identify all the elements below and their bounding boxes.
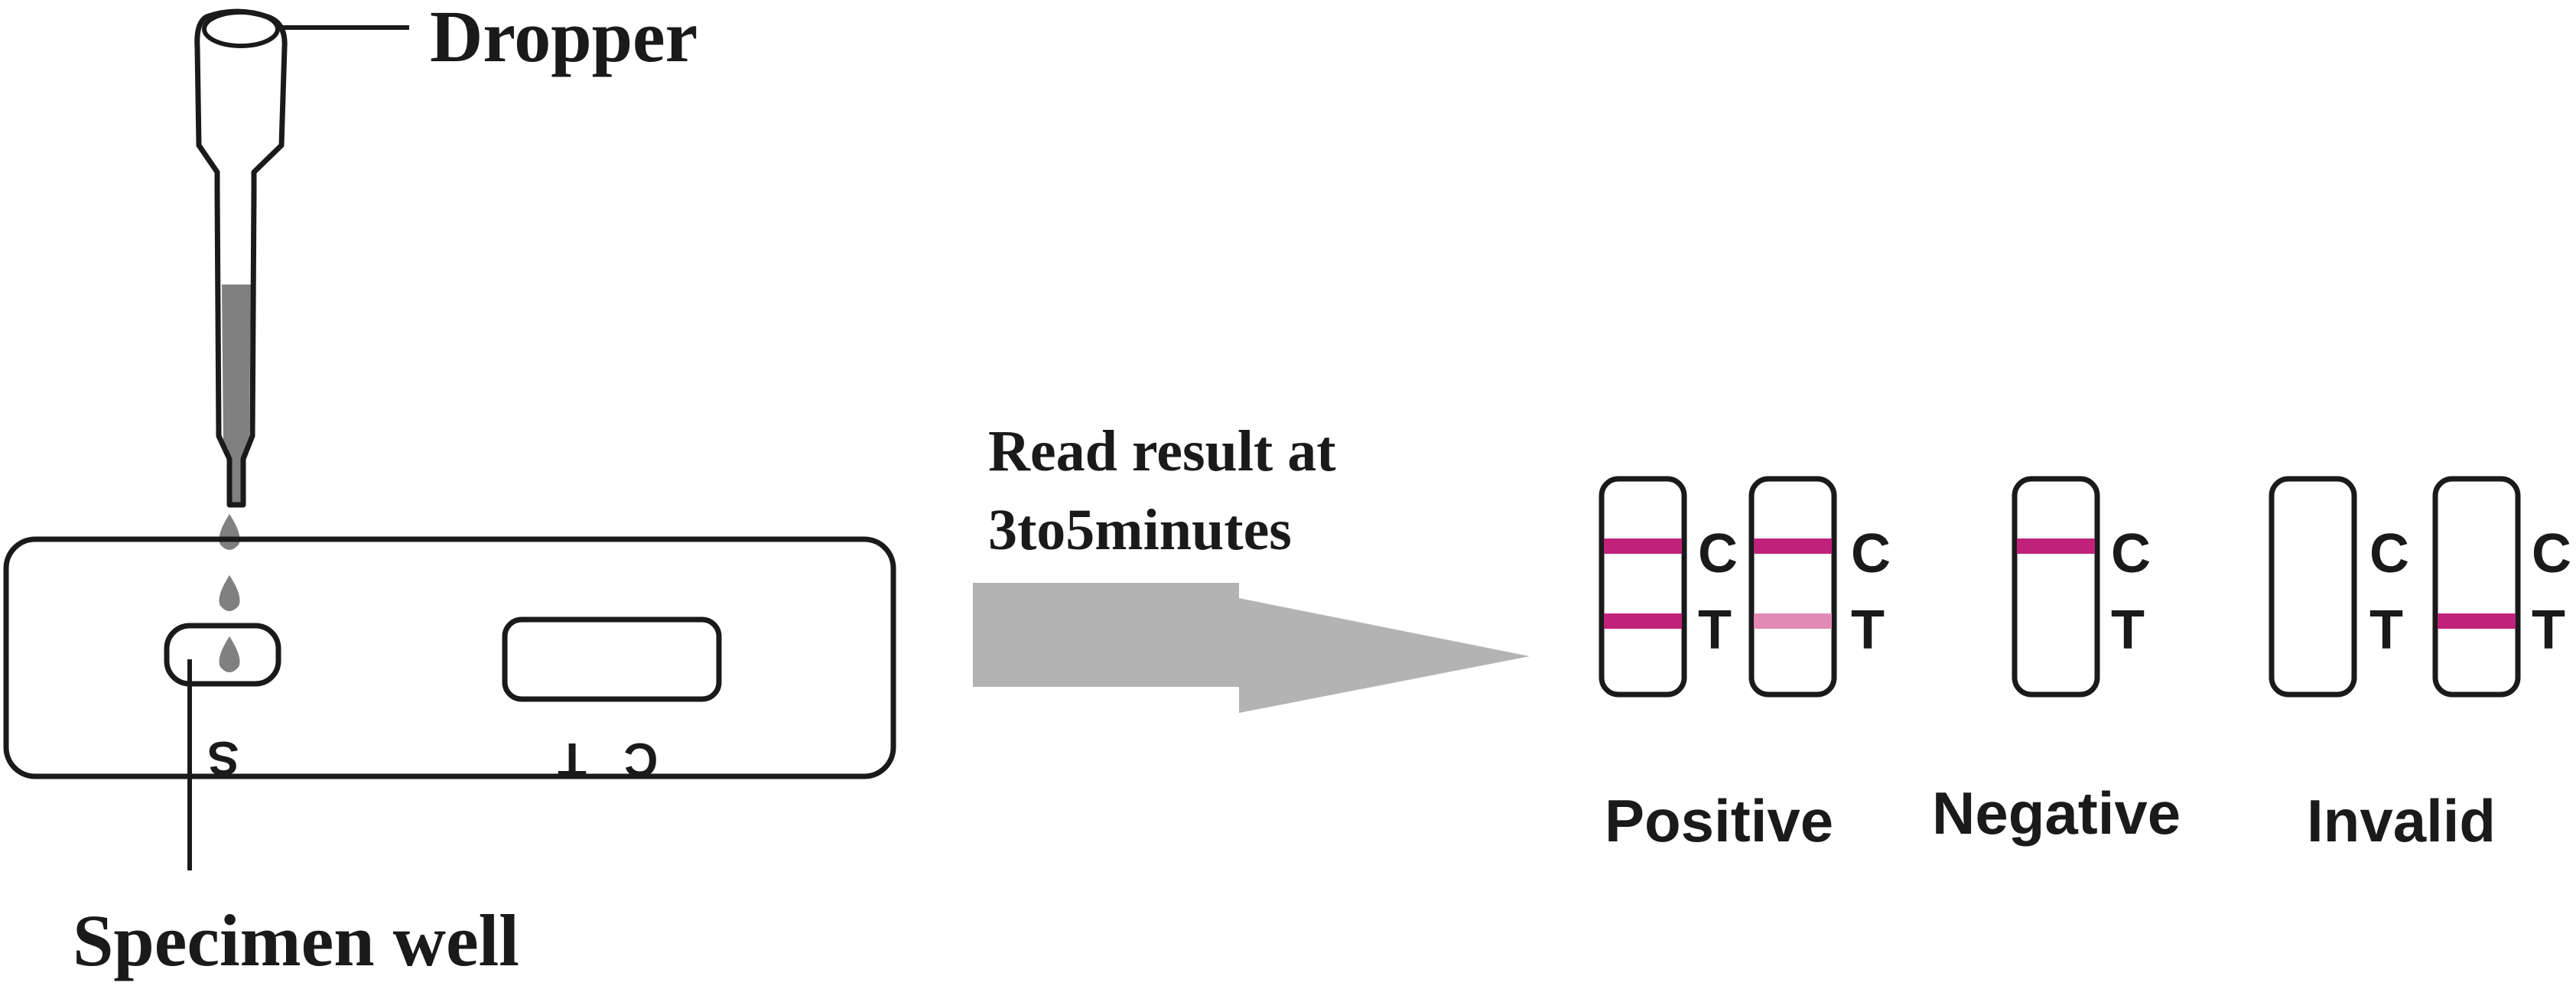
drop-2 <box>219 575 240 611</box>
result-labels: Positive Negative Invalid <box>1605 779 2496 854</box>
read-text-line-2: 3to5minutes <box>988 498 1292 562</box>
positive-strip-1: C T <box>1599 476 1738 698</box>
control-line <box>2017 538 2095 554</box>
strip-c-mark: C <box>2369 523 2409 584</box>
drop-3 <box>219 636 240 672</box>
specimen-well-label: Specimen well <box>73 900 519 981</box>
invalid-label: Invalid <box>2307 787 2496 854</box>
strip-c-mark: C <box>1851 523 1891 584</box>
result-window <box>502 616 722 702</box>
control-line <box>1754 538 1832 554</box>
right-arrow-icon <box>973 583 1530 713</box>
strip-t-mark: T <box>2532 600 2565 661</box>
positive-label: Positive <box>1605 787 1833 854</box>
test-line-faint <box>1754 613 1832 629</box>
invalid-strip-2: C T <box>2432 476 2571 698</box>
result-strips: C T C T C T C T C T <box>1599 476 2571 698</box>
cassette-body <box>3 536 896 779</box>
strip-t-mark: T <box>2369 600 2403 661</box>
test-line <box>2438 613 2516 629</box>
dropper-bulb <box>202 10 280 48</box>
drop-1 <box>219 514 240 550</box>
read-text-line-1: Read result at <box>988 419 1336 483</box>
test-line <box>1604 613 1682 629</box>
invalid-strip-1: C T <box>2269 476 2409 698</box>
strip-c-mark: C <box>1698 523 1738 584</box>
cassette-c-mark: C <box>624 733 659 786</box>
cassette-t-mark: T <box>558 733 587 786</box>
cassette-s-mark: S <box>207 731 239 784</box>
positive-strip-2: C T <box>1748 476 1891 698</box>
specimen-well <box>164 623 281 687</box>
dropper-label: Dropper <box>430 0 698 77</box>
dropper-liquid <box>222 285 251 505</box>
strip-t-mark: T <box>1851 600 1885 661</box>
strip-c-mark: C <box>2532 523 2571 584</box>
control-line <box>1604 538 1682 554</box>
test-cassette: S C T Specimen well <box>3 536 896 981</box>
dropper: Dropper <box>194 0 698 508</box>
negative-label: Negative <box>1932 779 2181 847</box>
strip-t-mark: T <box>1698 600 1732 661</box>
strip-c-mark: C <box>2111 523 2151 584</box>
strip-t-mark: T <box>2111 600 2145 661</box>
negative-strip: C T <box>2012 476 2151 698</box>
read-instruction: Read result at 3to5minutes <box>973 419 1530 713</box>
